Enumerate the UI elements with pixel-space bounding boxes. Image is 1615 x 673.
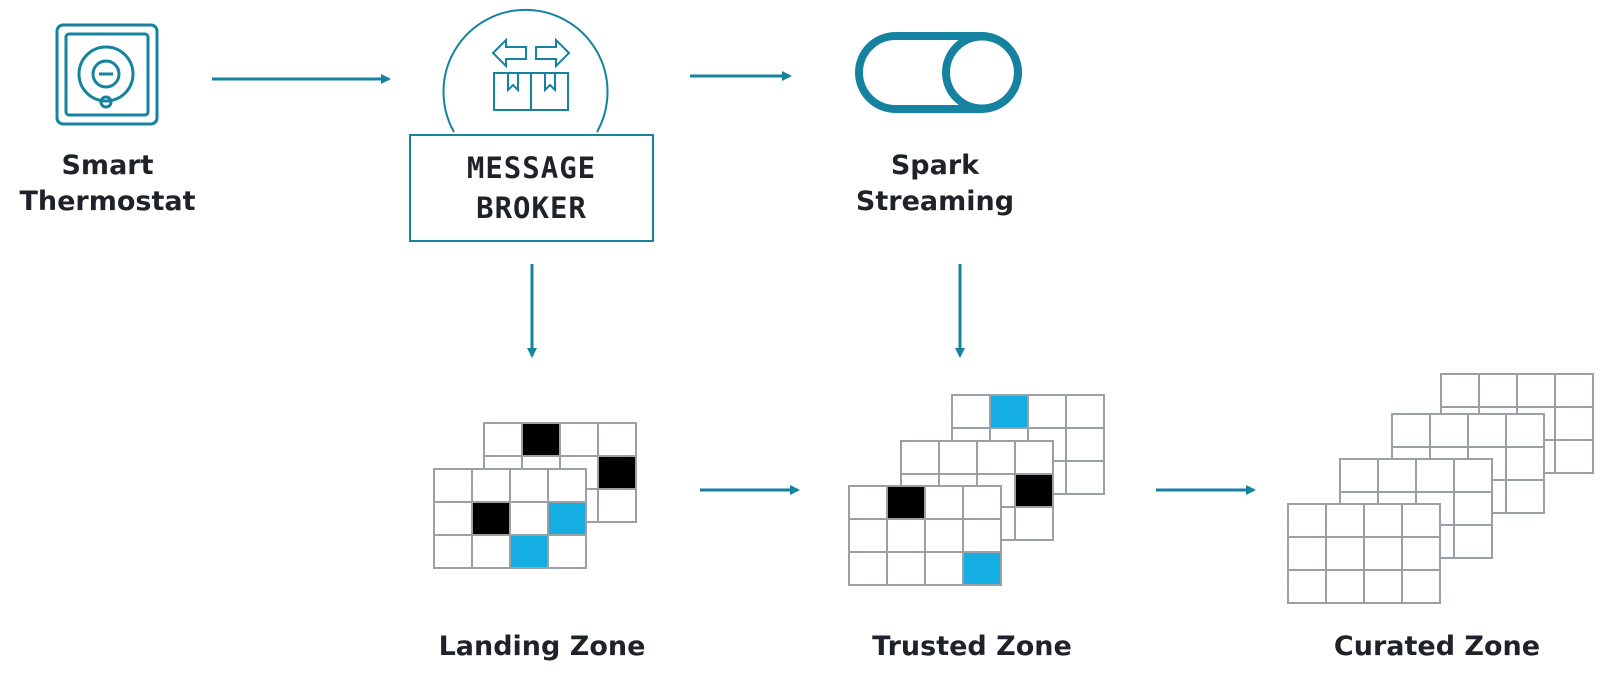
table-cell bbox=[924, 485, 964, 520]
table-cell bbox=[1014, 506, 1054, 541]
highlighted-cell bbox=[597, 455, 637, 490]
package-exchange-icon bbox=[442, 8, 609, 133]
highlighted-cell bbox=[1014, 473, 1054, 508]
table-cell bbox=[1363, 503, 1403, 538]
table-cell bbox=[962, 485, 1002, 520]
landing-zone-label: Landing Zone bbox=[438, 631, 646, 662]
table-cell bbox=[1325, 569, 1365, 604]
zones-layer bbox=[433, 373, 1594, 604]
table-cell bbox=[1453, 491, 1493, 526]
table-cell bbox=[1325, 503, 1365, 538]
highlighted-cell bbox=[547, 501, 587, 536]
table-cell bbox=[1554, 373, 1594, 408]
table-cell bbox=[1505, 446, 1545, 481]
table-cell bbox=[559, 422, 599, 457]
table-cell bbox=[1027, 394, 1067, 429]
table-cell bbox=[1065, 394, 1105, 429]
table-cell bbox=[1478, 373, 1518, 408]
table-cell bbox=[433, 468, 473, 503]
table-cell bbox=[433, 501, 473, 536]
table-cell bbox=[1363, 536, 1403, 571]
table-cell bbox=[547, 534, 587, 569]
table-cell bbox=[1287, 503, 1327, 538]
table-cell bbox=[886, 551, 926, 586]
table-cell bbox=[1440, 373, 1480, 408]
highlighted-cell bbox=[962, 551, 1002, 586]
table-cell bbox=[1554, 439, 1594, 474]
table-cell bbox=[1325, 536, 1365, 571]
table-cell bbox=[509, 468, 549, 503]
table-cell bbox=[471, 468, 511, 503]
curated-zone-label: Curated Zone bbox=[1333, 631, 1541, 662]
thermostat-label: Smart Thermostat bbox=[5, 148, 210, 220]
table-cell bbox=[1065, 427, 1105, 462]
thermostat-label-line2: Thermostat bbox=[19, 186, 196, 217]
trusted-zone-table bbox=[848, 485, 1002, 586]
table-cell bbox=[1401, 536, 1441, 571]
table-cell bbox=[1287, 569, 1327, 604]
table-cell bbox=[976, 440, 1016, 475]
table-cell bbox=[1014, 440, 1054, 475]
table-cell bbox=[1505, 479, 1545, 514]
table-cell bbox=[597, 422, 637, 457]
table-cell bbox=[924, 518, 964, 553]
toggle-icon bbox=[855, 32, 1022, 113]
table-cell bbox=[1429, 413, 1469, 448]
table-cell bbox=[886, 518, 926, 553]
table-cell bbox=[900, 440, 940, 475]
table-cell bbox=[1516, 373, 1556, 408]
highlighted-cell bbox=[521, 422, 561, 457]
table-cell bbox=[1287, 536, 1327, 571]
landing-zone-table bbox=[433, 468, 587, 569]
table-cell bbox=[924, 551, 964, 586]
table-cell bbox=[938, 440, 978, 475]
table-cell bbox=[1453, 458, 1493, 493]
table-cell bbox=[848, 551, 888, 586]
highlighted-cell bbox=[471, 501, 511, 536]
table-cell bbox=[1065, 460, 1105, 495]
trusted-zone-label: Trusted Zone bbox=[872, 631, 1072, 662]
table-cell bbox=[509, 501, 549, 536]
spark-label-line2: Streaming bbox=[855, 186, 1015, 217]
table-cell bbox=[1339, 458, 1379, 493]
table-cell bbox=[962, 518, 1002, 553]
table-cell bbox=[1505, 413, 1545, 448]
table-cell bbox=[848, 518, 888, 553]
table-cell bbox=[547, 468, 587, 503]
highlighted-cell bbox=[886, 485, 926, 520]
highlighted-cell bbox=[989, 394, 1029, 429]
thermostat-icon bbox=[55, 23, 159, 126]
table-cell bbox=[1453, 524, 1493, 559]
message-broker-box bbox=[409, 134, 654, 242]
spark-label: Spark Streaming bbox=[835, 148, 1035, 220]
table-cell bbox=[1415, 458, 1455, 493]
table-cell bbox=[1467, 413, 1507, 448]
table-cell bbox=[951, 394, 991, 429]
table-cell bbox=[433, 534, 473, 569]
table-cell bbox=[1391, 413, 1431, 448]
table-cell bbox=[1377, 458, 1417, 493]
table-cell bbox=[1363, 569, 1403, 604]
table-cell bbox=[483, 422, 523, 457]
broker-label: MESSAGE BROKER bbox=[410, 148, 653, 228]
table-cell bbox=[597, 488, 637, 523]
highlighted-cell bbox=[509, 534, 549, 569]
broker-label-line2: BROKER bbox=[476, 191, 587, 225]
curated-zone-table bbox=[1287, 503, 1441, 604]
table-cell bbox=[471, 534, 511, 569]
table-cell bbox=[1554, 406, 1594, 441]
table-cell bbox=[848, 485, 888, 520]
table-cell bbox=[1401, 503, 1441, 538]
spark-label-line1: Spark bbox=[890, 150, 980, 181]
broker-label-line1: MESSAGE bbox=[466, 151, 597, 185]
thermostat-label-line1: Smart bbox=[61, 150, 154, 181]
table-cell bbox=[1401, 569, 1441, 604]
